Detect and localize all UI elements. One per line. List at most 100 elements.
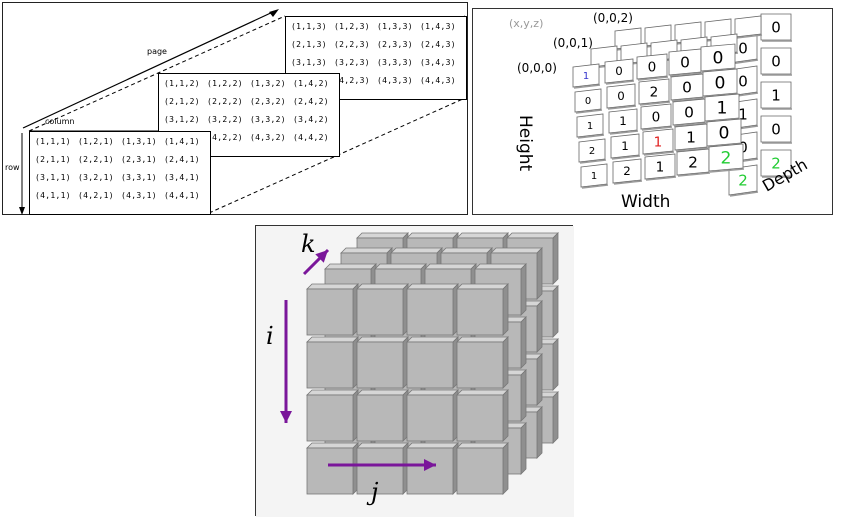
page3-cell: (1,3,3) (377, 22, 413, 31)
page3-cell: (2,4,3) (420, 40, 456, 49)
svg-text:0: 0 (715, 74, 726, 94)
page3-cell: (3,1,3) (291, 58, 327, 67)
page1-cell: (2,1,1) (35, 155, 71, 164)
page1-cell: (4,1,1) (35, 191, 71, 200)
back-tile: 0 (760, 13, 792, 42)
svg-text:1: 1 (686, 128, 696, 146)
cube (306, 336, 359, 389)
row-arrow-head (19, 207, 25, 215)
svg-text:0: 0 (719, 124, 730, 144)
i-axis-label: i (266, 322, 274, 350)
top-layer-tile (734, 15, 763, 39)
cube (306, 389, 359, 442)
page3-cell: (2,1,3) (291, 40, 327, 49)
page3-cell: (1,1,3) (291, 22, 327, 31)
page3-cell: (2,2,3) (334, 40, 370, 49)
coord-label-002: (0,0,2) (593, 11, 633, 25)
column-axis-label: column (45, 117, 75, 126)
page3-cell: (2,3,3) (377, 40, 413, 49)
cube (356, 442, 409, 495)
coord-label-000: (0,0,0) (517, 61, 557, 75)
height-axis-label: Height (515, 115, 535, 172)
front-tile: 2 (638, 78, 671, 106)
svg-text:0: 0 (738, 72, 748, 90)
page1-cell: (2,2,1) (78, 155, 114, 164)
svg-text:1: 1 (583, 71, 589, 82)
back-tile: 0 (760, 47, 792, 76)
cube-svg (256, 226, 574, 517)
front-tile: 0 (604, 58, 635, 85)
svg-text:0: 0 (617, 89, 625, 103)
page2-cell: (1,4,2) (293, 79, 329, 88)
page-arrow (22, 10, 276, 129)
svg-text:0: 0 (684, 103, 694, 121)
front-tile: 1 (610, 133, 641, 160)
back-tile: 2 (760, 149, 792, 178)
front-tile: 0 (700, 43, 737, 73)
svg-text:1: 1 (771, 86, 781, 104)
svg-text:0: 0 (738, 39, 748, 57)
page2-cell: (1,2,2) (207, 79, 243, 88)
page1-cell: (4,4,1) (164, 191, 200, 200)
svg-text:0: 0 (680, 53, 690, 71)
back-tile: 0 (760, 115, 792, 144)
svg-text:0: 0 (585, 96, 591, 107)
cube (306, 283, 359, 336)
front-tile: 2 (612, 158, 643, 185)
svg-text:2: 2 (650, 84, 659, 100)
front-tile: 0 (702, 68, 739, 98)
k-axis-arrow (302, 248, 330, 276)
svg-text:1: 1 (591, 171, 597, 182)
page2-cell: (4,4,2) (293, 133, 329, 142)
page2-cell: (1,1,2) (164, 79, 200, 88)
front-tile: 0 (668, 48, 703, 77)
page2-cell: (2,3,2) (250, 97, 286, 106)
page2-cell: (3,2,2) (207, 115, 243, 124)
svg-text:0: 0 (648, 59, 657, 75)
page1-cell: (3,1,1) (35, 173, 71, 182)
page1-cell: (4,3,1) (121, 191, 157, 200)
page1-cell: (3,3,1) (121, 173, 157, 182)
front-tile: 2 (578, 138, 607, 164)
side-tile: 2 (728, 164, 759, 197)
front-tile: 0 (574, 88, 603, 114)
page3-cell: (3,4,3) (420, 58, 456, 67)
front-tile: 1 (674, 123, 709, 152)
front-tile: 2 (708, 143, 745, 173)
cube (356, 389, 409, 442)
cube (456, 283, 509, 336)
front-tile: 0 (606, 83, 637, 110)
page3-cell: (4,2,3) (334, 76, 370, 85)
front-tile: 0 (670, 73, 705, 102)
page1-cell: (2,3,1) (121, 155, 157, 164)
front-tile: 1 (608, 108, 639, 135)
svg-text:1: 1 (619, 114, 627, 128)
front-tile: 1 (642, 128, 675, 156)
svg-text:2: 2 (589, 146, 595, 157)
page3-cell: (3,3,3) (377, 58, 413, 67)
page2-cell: (2,4,2) (293, 97, 329, 106)
front-tile: 1 (572, 63, 601, 89)
page1-cell: (1,3,1) (121, 137, 157, 146)
i-axis-arrow (280, 300, 292, 423)
page3-cell: (3,2,3) (334, 58, 370, 67)
cube (406, 336, 459, 389)
svg-text:0: 0 (713, 49, 724, 69)
page3-cell: (1,2,3) (334, 22, 370, 31)
svg-text:1: 1 (621, 139, 629, 153)
cube (406, 389, 459, 442)
page-axis-label: page (147, 47, 167, 56)
page2-cell: (4,3,2) (250, 133, 286, 142)
svg-text:2: 2 (688, 153, 698, 171)
front-tile: 2 (676, 148, 711, 177)
j-axis-arrow (328, 459, 436, 471)
page3-cell: (4,3,3) (377, 76, 413, 85)
cube (456, 336, 509, 389)
page3-cell: (4,4,3) (420, 76, 456, 85)
cube (406, 442, 459, 495)
page1-cell: (2,4,1) (164, 155, 200, 164)
page-arrow-head (269, 9, 279, 17)
page1-cell: (3,4,1) (164, 173, 200, 182)
value-grid-diagram: 00102001021000000200110012111012122 (x,y… (472, 8, 833, 215)
page2-cell: (1,3,2) (250, 79, 286, 88)
